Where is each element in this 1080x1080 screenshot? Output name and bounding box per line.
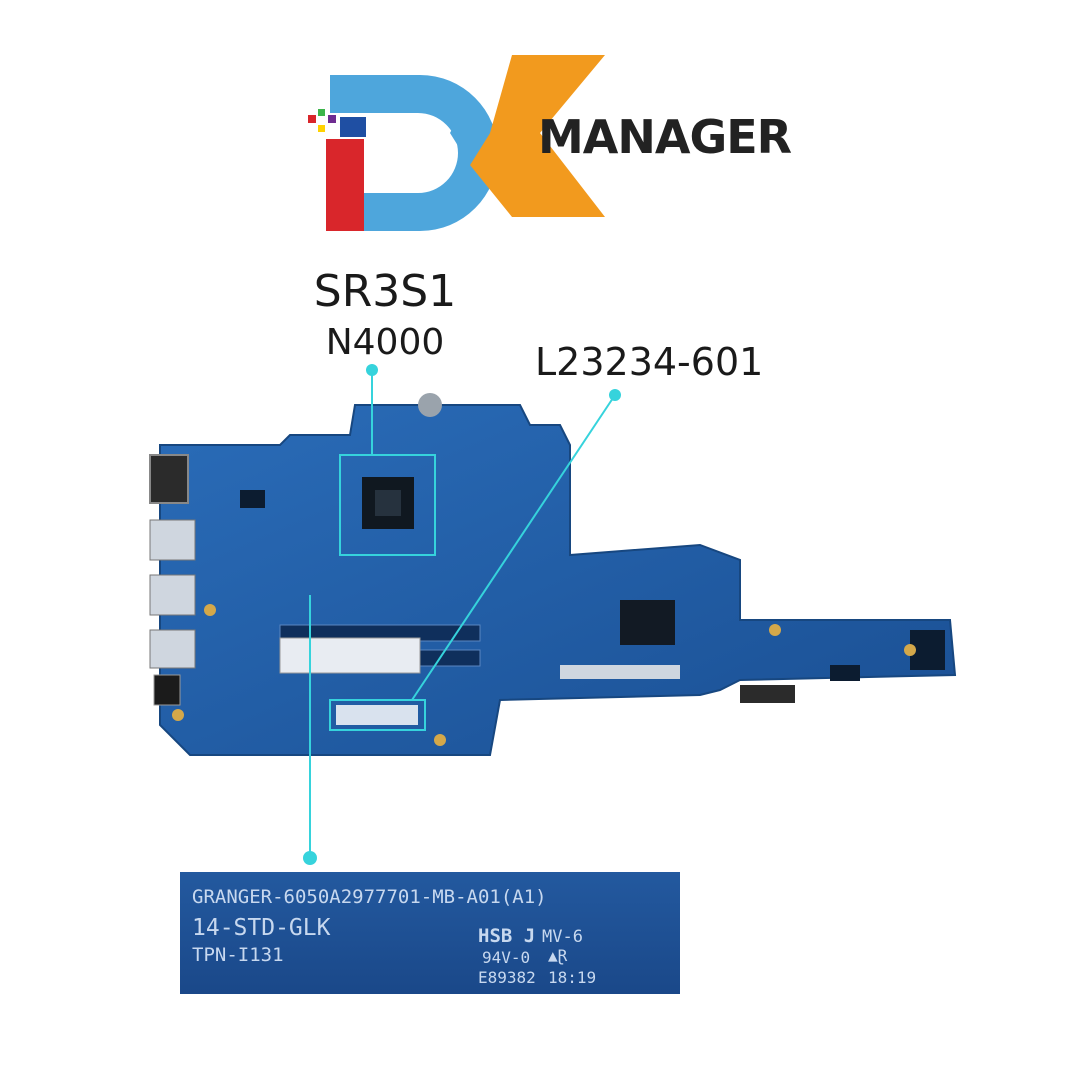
logo-wordmark: MANAGER [538,110,792,164]
ul-mark-icon: ▲Ɽ [548,946,568,965]
silkscreen-board-code: GRANGER-6050A2977701-MB-A01(A1) [192,886,547,908]
cpu-callout-dot [366,364,378,376]
silkscreen-mv: MV-6 [542,927,583,947]
silkscreen-callout-dot [303,851,317,865]
cpu-model-label: N4000 [325,322,445,363]
part-number-label: L23234-601 [535,340,764,384]
cpu-code-label: SR3S1 [313,266,457,317]
motherboard-image [149,393,957,756]
silkscreen-hsb: HSB J [478,925,536,947]
silkscreen-model: 14-STD-GLK [192,915,331,941]
silkscreen-ul-file: E89382 [478,968,536,987]
silkscreen-date-code: 18:19 [548,968,597,987]
silkscreen-rating: 94V-0 [482,948,531,967]
idk-manager-logo [308,55,605,231]
silkscreen-zoom-panel: GRANGER-6050A2977701-MB-A01(A1) 14-STD-G… [180,872,680,994]
silkscreen-tpn: TPN-I131 [192,944,284,966]
